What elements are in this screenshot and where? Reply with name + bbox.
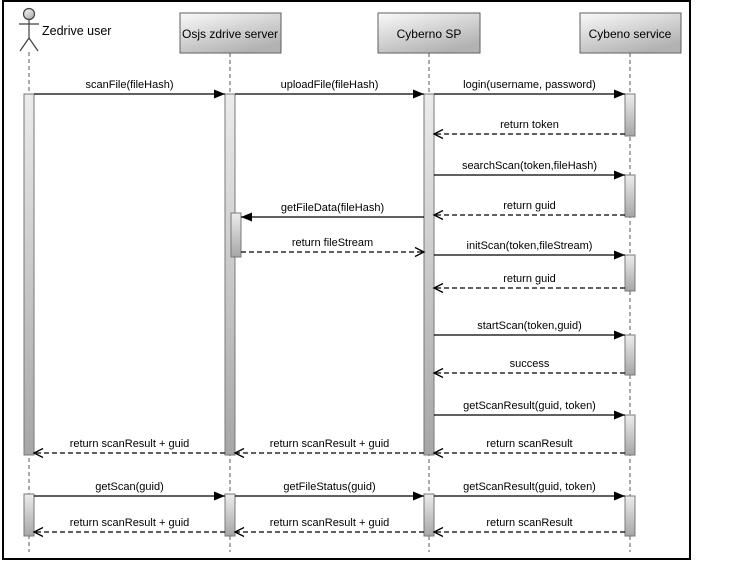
message-label: return scanResult + guid bbox=[270, 517, 390, 529]
message-label: getScanResult(guid, token) bbox=[463, 481, 596, 493]
sync-arrowhead bbox=[614, 250, 625, 260]
return-arrowhead bbox=[432, 128, 444, 140]
message-sync: getScanResult(guid, token) bbox=[434, 481, 625, 501]
activation-bar bbox=[23, 493, 35, 537]
activation-bar bbox=[423, 93, 435, 456]
message-label: return scanResult + guid bbox=[70, 517, 190, 529]
actor-leg-right bbox=[28, 37, 39, 52]
message-label: success bbox=[510, 358, 550, 370]
participant-box bbox=[179, 12, 282, 54]
sync-arrowhead bbox=[241, 212, 252, 222]
message-sync: getScan(guid) bbox=[34, 481, 225, 501]
message-label: return scanResult + guid bbox=[70, 438, 190, 450]
message-label: return scanResult + guid bbox=[270, 438, 390, 450]
activation-bar bbox=[624, 495, 636, 537]
participant-cyberno-sp: Cyberno SP bbox=[377, 12, 481, 54]
message-label: return guid bbox=[503, 273, 556, 285]
return-arrowhead bbox=[233, 447, 245, 459]
message-sync: searchScan(token,fileHash) bbox=[434, 160, 625, 180]
actor-label: Zedrive user bbox=[42, 24, 111, 38]
sync-arrowhead bbox=[614, 89, 625, 99]
message-sync: getFileStatus(guid) bbox=[235, 481, 424, 501]
message-return: return scanResult bbox=[432, 438, 625, 459]
return-arrowhead bbox=[414, 246, 426, 258]
message-return: return scanResult + guid bbox=[233, 438, 424, 459]
participant-label: Osjs zdrive server bbox=[182, 27, 278, 41]
message-sync: startScan(token,guid) bbox=[434, 320, 625, 340]
message-label: searchScan(token,fileHash) bbox=[462, 160, 597, 172]
message-sync: uploadFile(fileHash) bbox=[235, 79, 424, 99]
activation-bar bbox=[624, 254, 636, 292]
message-sync: scanFile(fileHash) bbox=[34, 79, 225, 99]
return-arrowhead bbox=[32, 447, 44, 459]
sync-arrowhead bbox=[413, 491, 424, 501]
sync-arrowhead bbox=[614, 330, 625, 340]
message-label: return scanResult bbox=[486, 517, 572, 529]
message-label: getFileData(fileHash) bbox=[281, 202, 384, 214]
message-sync: getFileData(fileHash) bbox=[241, 202, 424, 222]
message-sync: initScan(token,fileStream) bbox=[434, 240, 625, 260]
message-label: scanFile(fileHash) bbox=[85, 79, 173, 91]
activation-bar bbox=[224, 93, 236, 456]
message-label: login(username, password) bbox=[463, 79, 596, 91]
return-arrowhead bbox=[432, 367, 444, 379]
message-label: initScan(token,fileStream) bbox=[467, 240, 593, 252]
sync-arrowhead bbox=[214, 89, 225, 99]
message-return: return scanResult bbox=[432, 517, 625, 538]
message-label: startScan(token,guid) bbox=[477, 320, 582, 332]
return-arrowhead bbox=[432, 209, 444, 221]
actor-zedrive-user bbox=[19, 7, 39, 52]
return-arrowhead bbox=[432, 526, 444, 538]
sync-arrowhead bbox=[614, 410, 625, 420]
message-label: getScan(guid) bbox=[95, 481, 164, 493]
return-arrowhead bbox=[233, 526, 245, 538]
participant-box bbox=[377, 12, 481, 54]
message-label: return guid bbox=[503, 200, 556, 212]
return-arrowhead bbox=[432, 282, 444, 294]
activation-bar bbox=[624, 174, 636, 218]
activation-bar bbox=[624, 93, 636, 137]
message-return: return guid bbox=[432, 200, 625, 221]
message-return: return scanResult + guid bbox=[32, 517, 225, 538]
activation-bar bbox=[624, 334, 636, 376]
message-return: return scanResult + guid bbox=[233, 517, 424, 538]
message-label: return fileStream bbox=[292, 237, 373, 249]
activation-bar bbox=[230, 212, 242, 258]
message-return: return fileStream bbox=[241, 237, 426, 258]
actor-head-icon bbox=[22, 7, 36, 21]
activation-bar bbox=[423, 493, 435, 537]
participant-box bbox=[579, 12, 682, 54]
message-label: return scanResult bbox=[486, 438, 572, 450]
message-sync: getScanResult(guid, token) bbox=[434, 400, 625, 420]
participant-cybeno-service: Cybeno service bbox=[579, 12, 682, 54]
message-label: getScanResult(guid, token) bbox=[463, 400, 596, 412]
activation-bar bbox=[624, 414, 636, 456]
message-label: return token bbox=[500, 119, 559, 131]
message-label: uploadFile(fileHash) bbox=[281, 79, 379, 91]
actor-leg-left bbox=[19, 37, 30, 52]
sync-arrowhead bbox=[614, 170, 625, 180]
participant-label: Cyberno SP bbox=[397, 27, 462, 41]
message-return: success bbox=[432, 358, 625, 379]
return-arrowhead bbox=[432, 447, 444, 459]
sync-arrowhead bbox=[413, 89, 424, 99]
message-return: return scanResult + guid bbox=[32, 438, 225, 459]
message-label: getFileStatus(guid) bbox=[283, 481, 375, 493]
message-return: return guid bbox=[432, 273, 625, 294]
activation-bar bbox=[23, 93, 35, 456]
participant-label: Cybeno service bbox=[589, 27, 672, 41]
participant-osjs-zdrive-server: Osjs zdrive server bbox=[179, 12, 282, 54]
return-arrowhead bbox=[32, 526, 44, 538]
message-sync: login(username, password) bbox=[434, 79, 625, 99]
sync-arrowhead bbox=[614, 491, 625, 501]
sync-arrowhead bbox=[214, 491, 225, 501]
message-return: return token bbox=[432, 119, 625, 140]
activation-bar bbox=[224, 493, 236, 537]
